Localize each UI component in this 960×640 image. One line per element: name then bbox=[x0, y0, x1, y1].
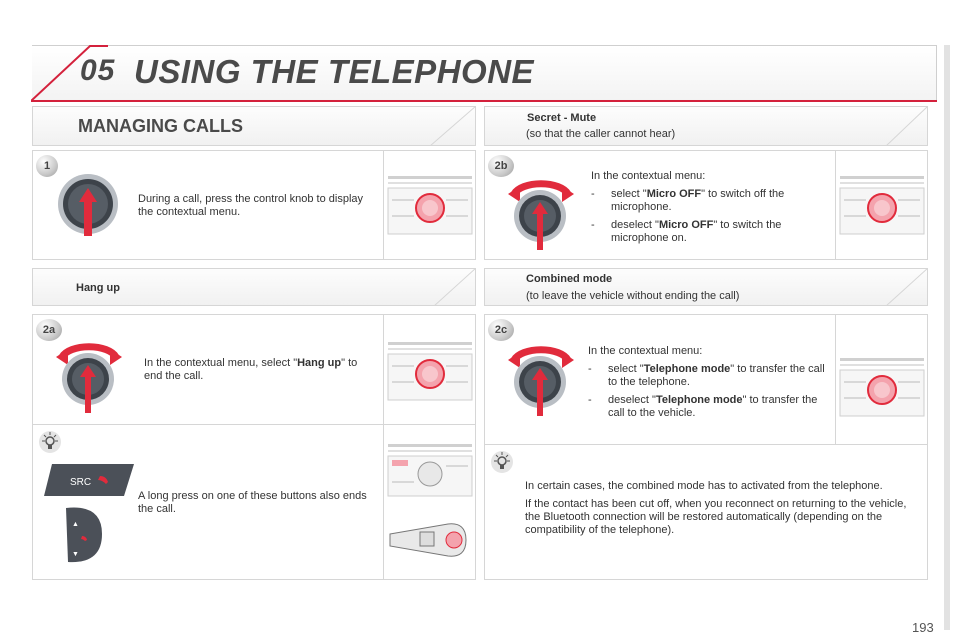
page-edge-bar bbox=[944, 45, 950, 630]
step-badge: 2a bbox=[36, 319, 62, 341]
section-title: MANAGING CALLS bbox=[78, 116, 243, 136]
radio-panel-icon bbox=[387, 342, 473, 401]
src-button-icon: SRC bbox=[44, 464, 134, 496]
secret-mute-title: Secret - Mute bbox=[527, 112, 597, 124]
tip-left-text: A long press on one of these buttons als… bbox=[138, 490, 367, 515]
managing-calls-band bbox=[32, 106, 476, 146]
chapter-number: 05 bbox=[80, 54, 116, 87]
control-knob-turn-icon bbox=[508, 346, 574, 416]
header-red-line bbox=[32, 100, 937, 102]
steering-stalk-icon bbox=[389, 523, 467, 557]
control-knob-turn-icon bbox=[508, 180, 574, 250]
divider bbox=[383, 150, 384, 260]
divider bbox=[484, 444, 928, 445]
band-diagonal bbox=[434, 268, 476, 306]
band-diagonal bbox=[430, 106, 476, 146]
secret-mute-band bbox=[484, 106, 928, 146]
radio-panel-icon bbox=[839, 176, 925, 235]
lightbulb-icon bbox=[491, 451, 513, 473]
divider bbox=[835, 314, 836, 444]
step-badge: 1 bbox=[36, 155, 58, 177]
steering-control-icon: ▲ ▼ bbox=[66, 507, 102, 563]
radio-panel-icon bbox=[387, 176, 473, 235]
divider bbox=[835, 150, 836, 260]
step2c-intro: In the contextual menu: bbox=[588, 345, 703, 357]
step-badge: 2c bbox=[488, 319, 514, 341]
combined-mode-note: (to leave the vehicle without ending the… bbox=[526, 290, 740, 302]
combined-mode-title: Combined mode bbox=[526, 273, 613, 285]
src-label: SRC bbox=[70, 477, 91, 488]
chapter-title: USING THE TELEPHONE bbox=[134, 53, 535, 90]
tip-right-para1: In certain cases, the combined mode has … bbox=[525, 480, 883, 492]
control-knob-press-icon bbox=[58, 174, 118, 236]
step2b-item: -select "Micro OFF" to switch off the mi… bbox=[591, 188, 785, 213]
divider bbox=[383, 314, 384, 580]
hangup-band bbox=[32, 268, 476, 306]
radio-panel-icon bbox=[839, 358, 925, 417]
step2b-intro: In the contextual menu: bbox=[591, 170, 706, 182]
lightbulb-icon bbox=[39, 431, 61, 453]
control-knob-turn-icon bbox=[56, 343, 122, 413]
secret-mute-note: (so that the caller cannot hear) bbox=[526, 128, 676, 140]
step2b-item: -deselect "Micro OFF" to switch the micr… bbox=[591, 219, 782, 244]
svg-text:▼: ▼ bbox=[72, 551, 79, 558]
header-red-corner bbox=[31, 45, 108, 102]
step2c-text: In the contextual menu: -select "Telepho… bbox=[588, 345, 828, 420]
step-badge: 2b bbox=[488, 155, 514, 177]
radio-panel-icon bbox=[387, 444, 473, 497]
step2b-text: In the contextual menu: -select "Micro O… bbox=[591, 170, 827, 245]
hangup-title: Hang up bbox=[76, 282, 120, 294]
band-diagonal bbox=[886, 106, 928, 146]
step2c-item: -select "Telephone mode" to transfer the… bbox=[588, 363, 825, 388]
svg-text:▲: ▲ bbox=[72, 521, 79, 528]
combined-mode-band bbox=[484, 268, 928, 306]
divider bbox=[32, 424, 476, 425]
step1-text: During a call, press the control knob to… bbox=[138, 193, 364, 218]
band-diagonal bbox=[886, 268, 928, 306]
page-number: 193 bbox=[912, 620, 934, 635]
tip-right-para2: If the contact has been cut off, when yo… bbox=[525, 498, 907, 536]
step2a-text: In the contextual menu, select "Hang up"… bbox=[144, 357, 358, 382]
tip-right-text: In certain cases, the combined mode has … bbox=[525, 480, 915, 537]
step2c-item: -deselect "Telephone mode" to transfer t… bbox=[588, 394, 818, 419]
chapter-header-band bbox=[32, 45, 937, 102]
